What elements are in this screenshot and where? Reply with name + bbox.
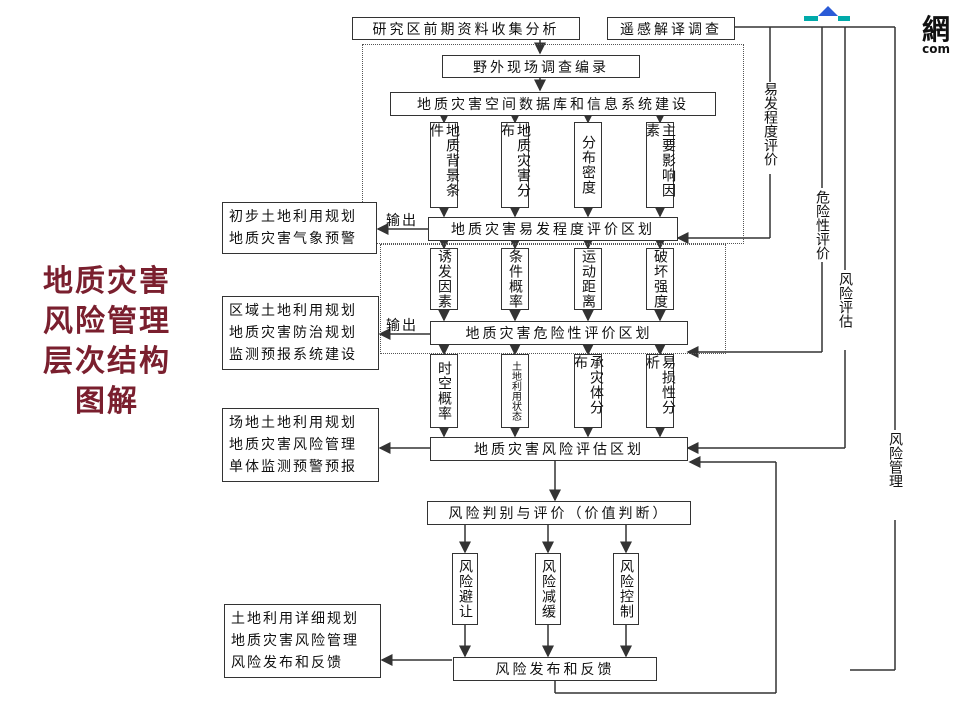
hazard-zone-box: 地质灾害危险性评价区划 <box>430 321 688 345</box>
hazard-region <box>380 244 726 354</box>
remote-sensing-box: 遥感解译调查 <box>607 17 735 40</box>
risk-measure-1: 风险避让 <box>452 553 478 625</box>
risk-judgement-box: 风险判别与评价（价值判断） <box>427 501 691 525</box>
output-line: 地质灾害风险管理 <box>231 633 359 649</box>
output-line: 地质灾害防治规划 <box>229 325 357 341</box>
hazard-factor-1: 诱发因素 <box>430 248 458 310</box>
output-line: 单体监测预警预报 <box>229 459 357 475</box>
hazard-factor-3: 运动距离 <box>574 248 602 310</box>
susceptibility-factor-1: 地质背景条件 <box>428 122 460 208</box>
risk-measure-3: 风险控制 <box>613 553 639 625</box>
logo-word: 網 <box>921 13 950 46</box>
data-collection-box: 研究区前期资料收集分析 <box>352 17 580 40</box>
hazard-factor-2: 条件概率 <box>501 248 529 310</box>
output-line: 区域土地利用规划 <box>229 303 357 319</box>
site-logo: 網 com <box>784 2 954 60</box>
output-label-2: 输出 <box>386 318 418 334</box>
output-line: 土地利用详细规划 <box>231 611 359 627</box>
database-box: 地质灾害空间数据库和信息系统建设 <box>390 92 716 116</box>
logo-sub: com <box>922 42 950 56</box>
field-survey-box: 野外现场调查编录 <box>442 55 640 78</box>
output-line: 地质灾害气象预警 <box>229 231 357 247</box>
release-box: 风险发布和反馈 <box>453 657 657 681</box>
risk-factor-4: 易损性分析 <box>644 354 676 428</box>
output-line: 风险发布和反馈 <box>231 655 343 671</box>
susceptibility-region <box>362 44 744 244</box>
output-line: 场地土地利用规划 <box>229 415 357 431</box>
risk-factor-2: 土地利用状态 <box>501 354 529 428</box>
page-title: 地质灾害风险管理层次结构图解 <box>43 264 171 419</box>
risk-measure-2: 风险减缓 <box>535 553 561 625</box>
output-line: 初步土地利用规划 <box>229 209 357 225</box>
susceptibility-factor-2: 地质灾害分布 <box>499 122 531 208</box>
release-output-box: 土地利用详细规划 地质灾害风险管理 风险发布和反馈 <box>224 604 381 678</box>
tier2-output-box: 区域土地利用规划 地质灾害防治规划 监测预报系统建设 <box>222 296 379 370</box>
hazard-factor-4: 破坏强度 <box>646 248 674 310</box>
side-label-susceptibility: 易发程度评价 <box>762 82 778 174</box>
output-line: 监测预报系统建设 <box>229 347 357 363</box>
susceptibility-factor-3: 分布密度 <box>574 122 602 208</box>
side-label-risk-assessment: 风险评估 <box>837 272 853 348</box>
risk-factor-1: 时空概率 <box>430 354 458 428</box>
susceptibility-factor-4: 主要影响因素 <box>644 122 676 208</box>
output-label-1: 输出 <box>386 213 418 229</box>
side-label-risk-management: 风险管理 <box>887 432 903 520</box>
output-line: 地质灾害风险管理 <box>229 437 357 453</box>
susceptibility-zone-box: 地质灾害易发程度评价区划 <box>428 217 678 241</box>
house-logo-icon <box>804 6 850 21</box>
risk-factor-3: 承灾体分布 <box>572 354 604 428</box>
tier1-output-box: 初步土地利用规划 地质灾害气象预警 <box>222 202 377 254</box>
side-label-hazard: 危险性评价 <box>814 190 830 262</box>
risk-zone-box: 地质灾害风险评估区划 <box>430 437 688 461</box>
tier3-output-box: 场地土地利用规划 地质灾害风险管理 单体监测预警预报 <box>222 408 379 482</box>
